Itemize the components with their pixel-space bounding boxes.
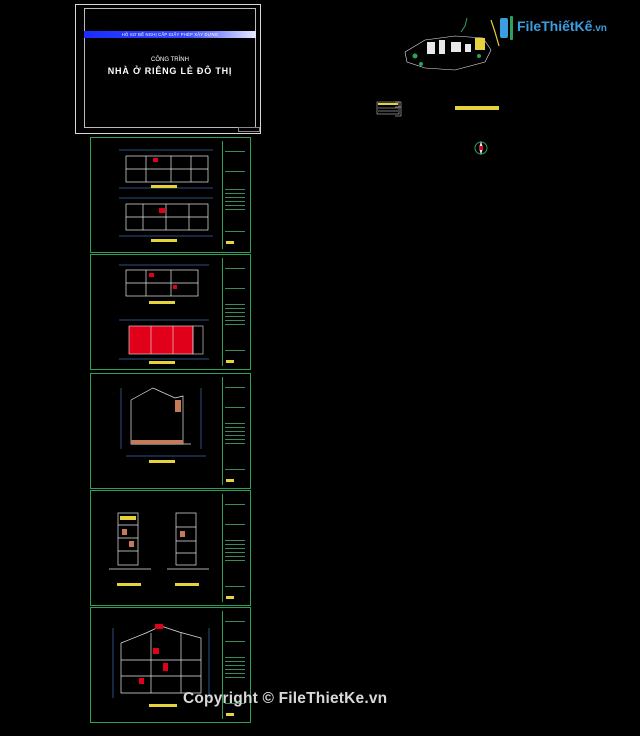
cover-subtitle: CÔNG TRÌNH (151, 57, 189, 63)
cover-stamp (238, 127, 260, 132)
filethietke-logo-icon (500, 16, 513, 40)
site-plan (395, 17, 500, 117)
cover-band: HỒ SƠ ĐỀ NGHỊ CẤP GIẤY PHÉP XÂY DỰNG (84, 31, 256, 38)
cover-sheet: HỒ SƠ ĐỀ NGHỊ CẤP GIẤY PHÉP XÂY DỰNG CÔN… (75, 4, 261, 134)
cover-title: NHÀ Ở RIÊNG LẺ ĐÔ THỊ (107, 66, 233, 76)
sheet-1-label-1 (151, 185, 177, 188)
logo-suffix: .vn (592, 23, 607, 34)
site-plan-title (455, 106, 499, 110)
drawing-sheet-4[interactable] (90, 490, 251, 606)
copyright-watermark: Copyright © FileThietKe.vn (183, 690, 388, 707)
cover-inner-frame (84, 8, 256, 128)
logo-main: FileThiếtKế (517, 18, 593, 34)
sheet-1-drawing (119, 149, 213, 242)
svg-text:·: · (113, 391, 114, 395)
title-block-4 (222, 494, 247, 602)
north-arrow-icon (474, 141, 488, 155)
cover-band-text: HỒ SƠ ĐỀ NGHỊ CẤP GIẤY PHÉP XÂY DỰNG (121, 32, 219, 37)
drawing-sheet-2[interactable] (90, 254, 251, 370)
title-block-1 (222, 141, 247, 249)
sheet-5-drawing (112, 624, 210, 707)
drawing-sheet-1[interactable] (90, 137, 251, 253)
sheet-2-drawing (119, 264, 209, 364)
sheet-2-roof-plan (129, 326, 193, 354)
sheet-3-drawing: · (113, 387, 206, 463)
sheet-4-drawing (109, 512, 209, 586)
legend-block (376, 101, 400, 115)
title-block-3 (222, 377, 247, 485)
sheet-3-ground (131, 440, 183, 444)
title-block-5 (222, 611, 247, 719)
sheet-1-label-2 (151, 239, 177, 242)
title-block-2 (222, 258, 247, 366)
drawing-sheet-3[interactable]: · (90, 373, 251, 489)
drawing-sheet-5[interactable] (90, 607, 251, 723)
logo-text: FileThiếtKế.vn (505, 18, 607, 34)
